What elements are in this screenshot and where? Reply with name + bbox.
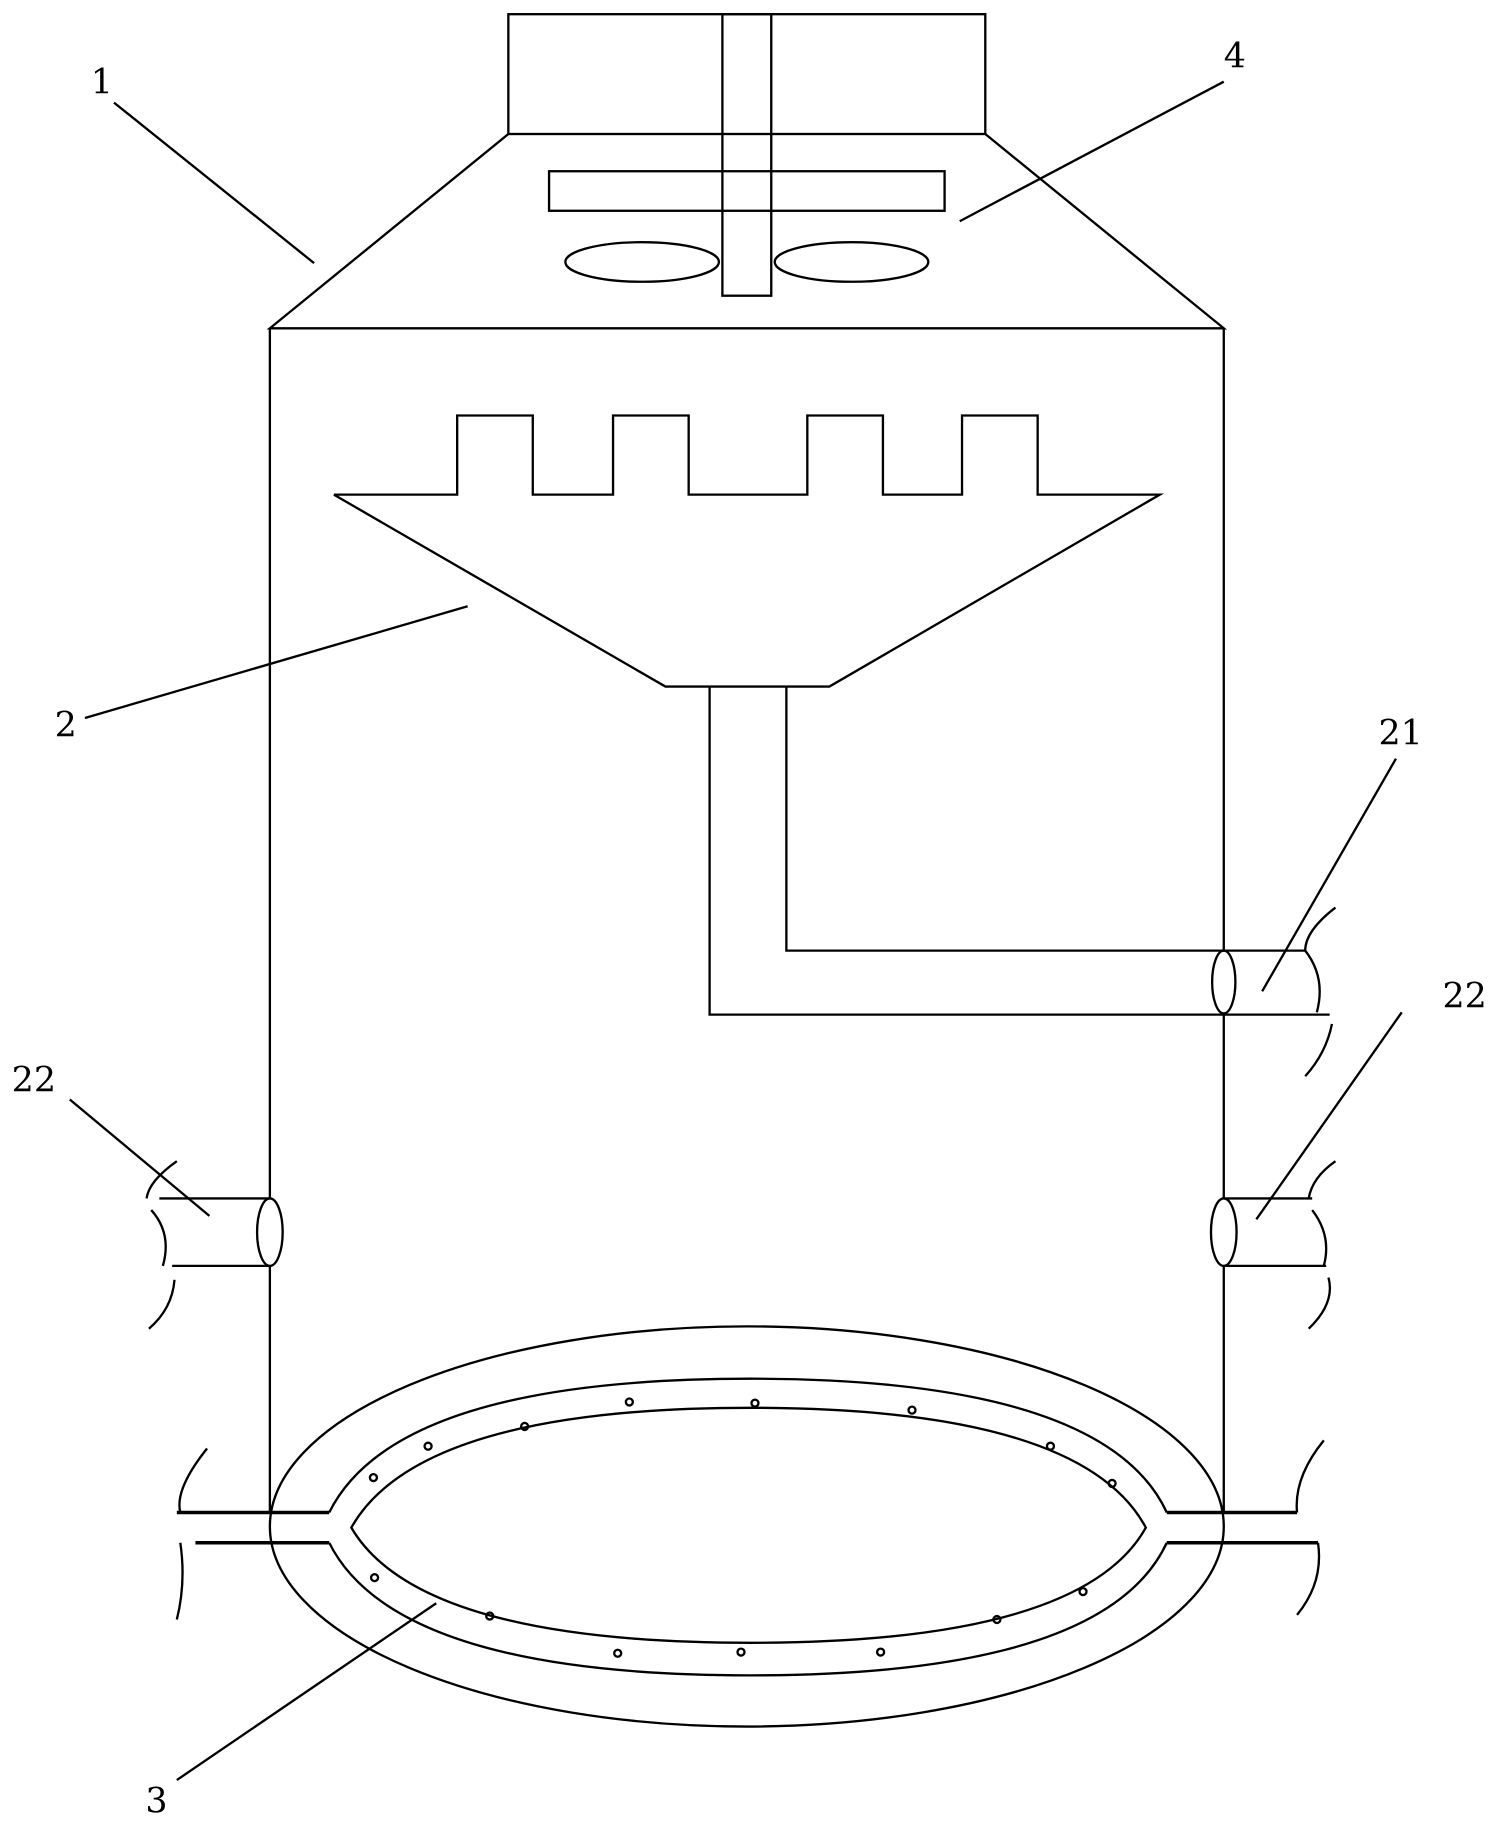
label-4: 4 <box>1224 37 1246 77</box>
shaft <box>721 13 773 297</box>
outlet-pipe <box>1210 906 1337 1078</box>
ring-pipe <box>175 1325 1325 1728</box>
impeller-left <box>564 241 721 283</box>
leader-lines <box>69 80 1403 1782</box>
impeller-right <box>773 241 930 283</box>
side-pipe-left <box>145 1160 284 1330</box>
label-22-right: 22 <box>1442 977 1486 1017</box>
housing <box>268 328 1225 1513</box>
funnel <box>333 414 1224 1016</box>
side-pipe-right <box>1209 1160 1337 1330</box>
hood <box>266 133 1228 330</box>
top-unit <box>266 13 1228 330</box>
label-2: 2 <box>55 706 77 746</box>
label-21: 21 <box>1378 714 1422 754</box>
blade-bar <box>547 170 946 212</box>
label-1: 1 <box>91 62 113 102</box>
spray-holes <box>368 1397 1117 1658</box>
label-3: 3 <box>145 1782 167 1821</box>
motor-box <box>507 13 987 136</box>
label-22-left: 22 <box>12 1060 56 1100</box>
